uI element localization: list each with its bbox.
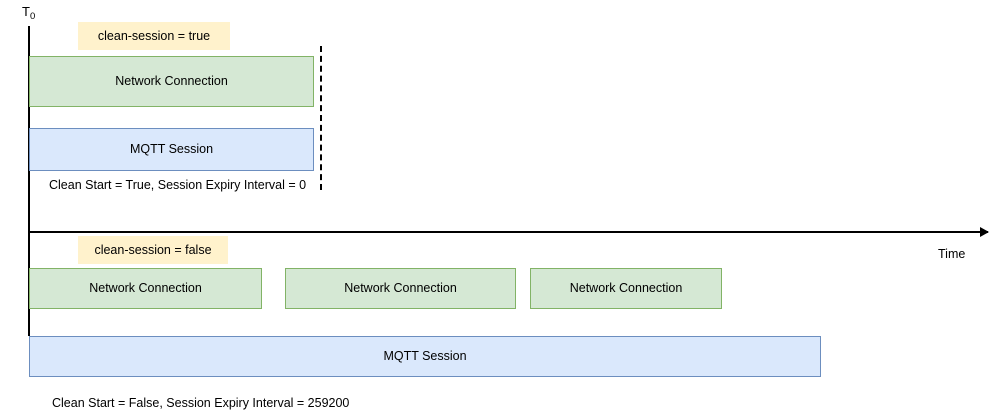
mqtt-session-bar: MQTT Session — [29, 336, 821, 377]
annotation-clean-session-true: clean-session = true — [78, 22, 230, 50]
time-axis-line — [28, 231, 988, 233]
time-axis-label: Time — [938, 247, 966, 261]
caption-clean-session-true: Clean Start = True, Session Expiry Inter… — [49, 178, 307, 192]
session-end-marker-upper — [320, 46, 322, 190]
mqtt-session-bar: MQTT Session — [29, 128, 314, 171]
time-axis-arrow-icon — [980, 227, 989, 237]
origin-time-label-text: T — [22, 4, 30, 19]
network-connection-bar: Network Connection — [530, 268, 722, 309]
caption-clean-session-false: Clean Start = False, Session Expiry Inte… — [52, 396, 350, 410]
network-connection-bar: Network Connection — [29, 268, 262, 309]
network-connection-bar: Network Connection — [29, 56, 314, 107]
origin-time-label: T0 — [22, 4, 36, 22]
annotation-clean-session-false: clean-session = false — [78, 236, 228, 264]
origin-time-label-subscript: 0 — [29, 10, 36, 22]
network-connection-bar: Network Connection — [285, 268, 516, 309]
